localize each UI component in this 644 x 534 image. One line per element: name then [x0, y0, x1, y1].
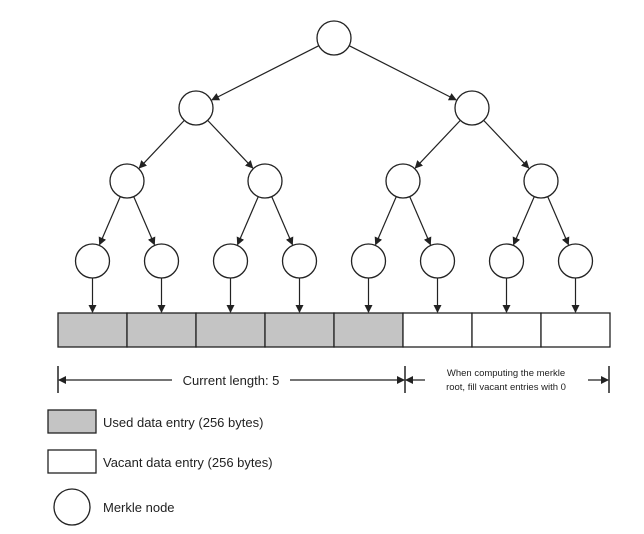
tree-edge-arrow	[374, 196, 397, 246]
merkle-node	[488, 243, 525, 279]
tree-edge-arrow	[348, 45, 457, 101]
merkle-node	[523, 163, 559, 199]
tree-edge-arrow	[98, 196, 121, 246]
current-length-label: Current length: 5	[183, 373, 280, 388]
tree-edge-arrow	[207, 119, 254, 169]
vacant-note-line1: When computing the merkle	[447, 368, 565, 379]
merkle-node	[350, 243, 387, 279]
merkle-node	[247, 163, 283, 199]
merkle-root-node	[316, 20, 352, 56]
merkle-node	[557, 243, 594, 279]
tree-edge-arrow	[512, 196, 535, 246]
tree-edge-arrow	[236, 196, 259, 246]
tree-edge-arrow	[547, 196, 570, 246]
used-data-entry	[126, 312, 197, 348]
merkle-node	[281, 243, 318, 279]
tree-edge-arrow	[133, 196, 156, 246]
tree-edge-arrow	[211, 45, 320, 101]
merkle-node	[109, 163, 145, 199]
legend-vacant-label: Vacant data entry (256 bytes)	[103, 455, 273, 470]
vacant-data-entry	[402, 312, 473, 348]
length-annotation: Current length: 5 When computing the mer…	[57, 366, 610, 393]
merkle-node	[74, 243, 111, 279]
tree-edge-arrow	[414, 119, 461, 169]
merkle-node	[419, 243, 456, 279]
vacant-data-entry	[540, 312, 611, 348]
data-entries	[57, 312, 611, 348]
used-data-entry	[195, 312, 266, 348]
tree-edge-arrow	[409, 196, 432, 246]
merkle-node	[178, 90, 214, 126]
merkle-node	[385, 163, 421, 199]
legend-node-icon	[53, 488, 91, 526]
vacant-data-entry	[471, 312, 542, 348]
merkle-tree	[74, 20, 594, 313]
vacant-note-line2: root, fill vacant entries with 0	[446, 382, 566, 393]
merkle-node	[454, 90, 490, 126]
merkle-node	[143, 243, 180, 279]
tree-edge-arrow	[483, 119, 530, 169]
legend-vacant-swatch	[47, 449, 97, 474]
tree-edge-arrow	[138, 119, 185, 169]
legend-used-label: Used data entry (256 bytes)	[103, 415, 263, 430]
legend-node-label: Merkle node	[103, 500, 175, 515]
merkle-node	[212, 243, 249, 279]
legend-used-swatch	[47, 409, 97, 434]
used-data-entry	[57, 312, 128, 348]
legend: Used data entry (256 bytes) Vacant data …	[47, 409, 273, 526]
used-data-entry	[264, 312, 335, 348]
tree-edge-arrow	[271, 196, 294, 246]
used-data-entry	[333, 312, 404, 348]
